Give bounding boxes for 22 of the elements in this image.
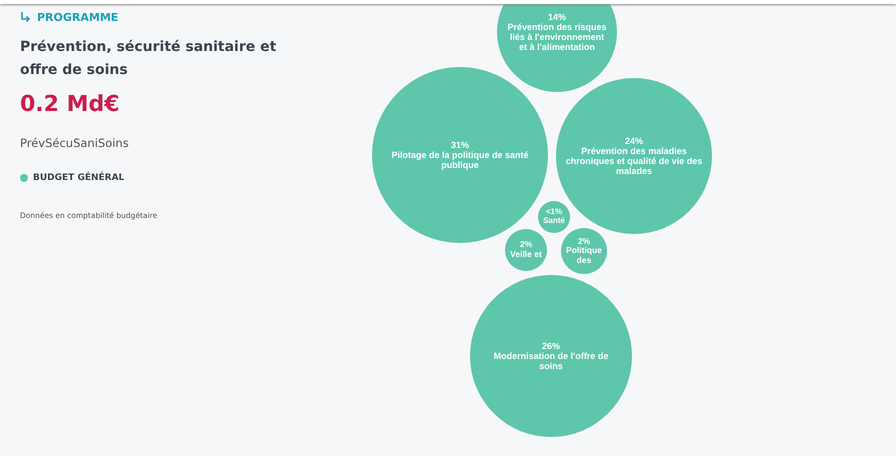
category-label: Prévention des maladies chroniques et qualité de vie des malades [564, 146, 704, 176]
percent-label: <1% [546, 208, 562, 217]
budget-bubble [561, 228, 607, 274]
amount-value: 0.2 Md€ [20, 92, 120, 117]
percent-label: 31% [450, 140, 469, 150]
legend-label: BUDGET GÉNÉRAL [33, 173, 124, 183]
category-label: Modernisation de l'offre de soins [492, 350, 610, 372]
category-label: Pilotage de la politique de santé publique [390, 150, 530, 170]
percent-label: 24% [624, 136, 643, 146]
percent-label: 2% [578, 236, 590, 246]
budget-bubble [538, 201, 570, 233]
percent-label: 14% [548, 12, 566, 22]
program-title: Prévention, sécurité sanitaire et offre de soins [20, 38, 278, 80]
program-code: PrévSécuSaniSoins [20, 136, 129, 150]
category-label: Veille et [510, 250, 542, 260]
category-label: Politique des [565, 246, 603, 266]
budget-bubble [505, 229, 547, 271]
category-label: Santé [543, 217, 565, 226]
category-label: Prévention des risques liés à l'environnement et à l'alimentation [507, 22, 607, 52]
percent-label: 2% [520, 240, 532, 250]
section-heading: PROGRAMME [37, 11, 118, 24]
percent-label: 26% [542, 340, 560, 351]
